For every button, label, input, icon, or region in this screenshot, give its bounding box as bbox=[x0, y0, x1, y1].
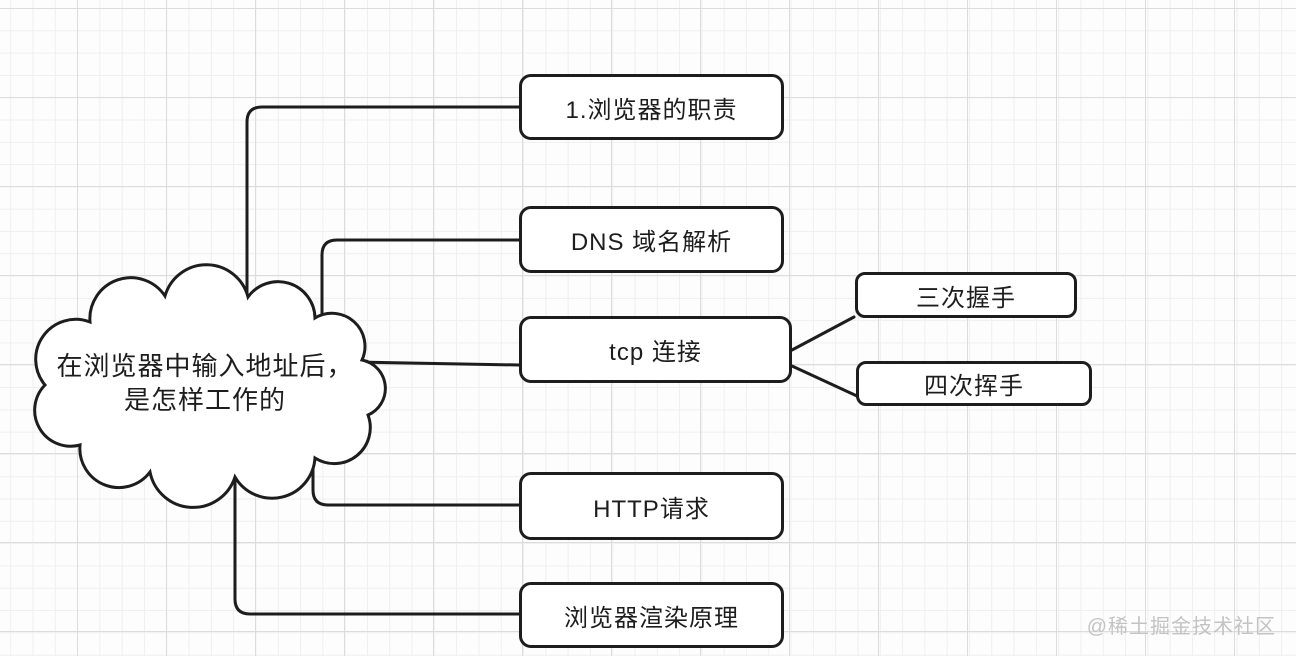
node-dns-resolve-label: DNS 域名解析 bbox=[570, 229, 733, 256]
node-tcp-connect-label: tcp 连接 bbox=[609, 339, 702, 366]
root-node-label[interactable]: 在浏览器中输入地址后， 是怎样工作的 bbox=[50, 349, 360, 417]
connector-root-tcp bbox=[352, 360, 521, 367]
node-http-request[interactable]: HTTP请求 bbox=[519, 472, 784, 540]
node-three-way-handshake[interactable]: 三次握手 bbox=[855, 272, 1077, 318]
node-browser-render-label: 浏览器渲染原理 bbox=[564, 604, 739, 632]
watermark-text: @稀土掘金技术社区 bbox=[1086, 616, 1276, 638]
root-label-line-2: 是怎样工作的 bbox=[123, 385, 286, 415]
node-four-way-wave-label: 四次挥手 bbox=[924, 373, 1024, 400]
node-browser-duty[interactable]: 1.浏览器的职责 bbox=[519, 74, 784, 140]
node-three-way-handshake-label: 三次握手 bbox=[916, 284, 1016, 312]
cloud-shape[interactable] bbox=[33, 263, 387, 509]
node-browser-duty-label: 1.浏览器的职责 bbox=[565, 96, 738, 124]
connector-root-browser-duty bbox=[245, 105, 521, 315]
node-browser-render[interactable]: 浏览器渲染原理 bbox=[519, 582, 784, 648]
connector-root-render bbox=[233, 476, 521, 616]
connector-root-dns bbox=[320, 238, 521, 320]
node-tcp-connect[interactable]: tcp 连接 bbox=[519, 316, 792, 383]
connector-tcp-handshake bbox=[790, 315, 856, 352]
node-four-way-wave[interactable]: 四次挥手 bbox=[856, 361, 1092, 406]
node-http-request-label: HTTP请求 bbox=[593, 495, 710, 523]
node-dns-resolve[interactable]: DNS 域名解析 bbox=[519, 206, 784, 273]
root-label-line-1: 在浏览器中输入地址后， bbox=[56, 351, 354, 381]
connector-root-http bbox=[311, 443, 521, 507]
connector-tcp-wave bbox=[790, 364, 859, 398]
